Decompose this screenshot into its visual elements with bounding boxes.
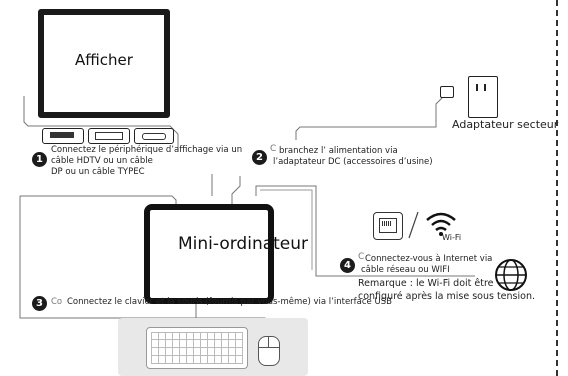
step-4-text-line2: câble réseau ou WIFI bbox=[361, 265, 450, 275]
ethernet-icon bbox=[373, 212, 403, 240]
step-3-prefix: Co bbox=[51, 297, 63, 307]
note-line1: Remarque : le Wi-Fi doit être bbox=[358, 278, 494, 289]
hdmi-port-icon bbox=[42, 128, 84, 144]
step-2-badge: 2 bbox=[252, 150, 267, 165]
step-3-badge: 3 bbox=[32, 296, 47, 311]
step-3-text: Connectez le clavier et la souris (fourn… bbox=[67, 297, 392, 307]
note-line2: configuré après la mise sous tension. bbox=[358, 291, 535, 302]
page-divider bbox=[556, 0, 558, 376]
wifi-icon bbox=[426, 212, 456, 236]
globe-icon bbox=[495, 259, 527, 291]
dp-port-icon bbox=[88, 128, 130, 144]
dc-plug-icon bbox=[440, 86, 454, 98]
monitor-label: Afficher bbox=[75, 51, 133, 69]
typec-port-icon bbox=[134, 128, 174, 144]
monitor-screen: Afficher bbox=[38, 9, 170, 118]
power-adapter-icon bbox=[468, 76, 498, 118]
mini-pc-label: Mini-ordinateur bbox=[178, 234, 309, 254]
step-4-text-line1: Connectez-vous à Internet via bbox=[365, 254, 493, 264]
step-2-text-line2: l’adaptateur DC (accessoires d’usine) bbox=[273, 157, 433, 167]
step-1-text-line2: câble HDTV ou un câble bbox=[51, 156, 153, 166]
slash-divider bbox=[408, 211, 419, 239]
adapter-label: Adaptateur secteur bbox=[452, 118, 559, 131]
step-1-badge: 1 bbox=[32, 152, 47, 167]
mini-pc bbox=[144, 204, 274, 304]
wifi-label: Wi-Fi bbox=[442, 233, 462, 242]
keyboard-icon bbox=[146, 327, 248, 369]
step-1-text-line3: DP ou un câble TYPEC bbox=[51, 167, 145, 177]
monitor: Afficher bbox=[26, 0, 174, 126]
step-2-text-line1: branchez l’ alimentation via bbox=[279, 146, 398, 156]
step-1-text-line1: Connectez le périphérique d’affichage vi… bbox=[51, 145, 243, 155]
step-4-badge: 4 bbox=[340, 258, 355, 273]
step-4-prefix: C bbox=[358, 252, 365, 262]
step-2-prefix: C bbox=[270, 144, 277, 154]
mouse-icon bbox=[258, 336, 280, 366]
